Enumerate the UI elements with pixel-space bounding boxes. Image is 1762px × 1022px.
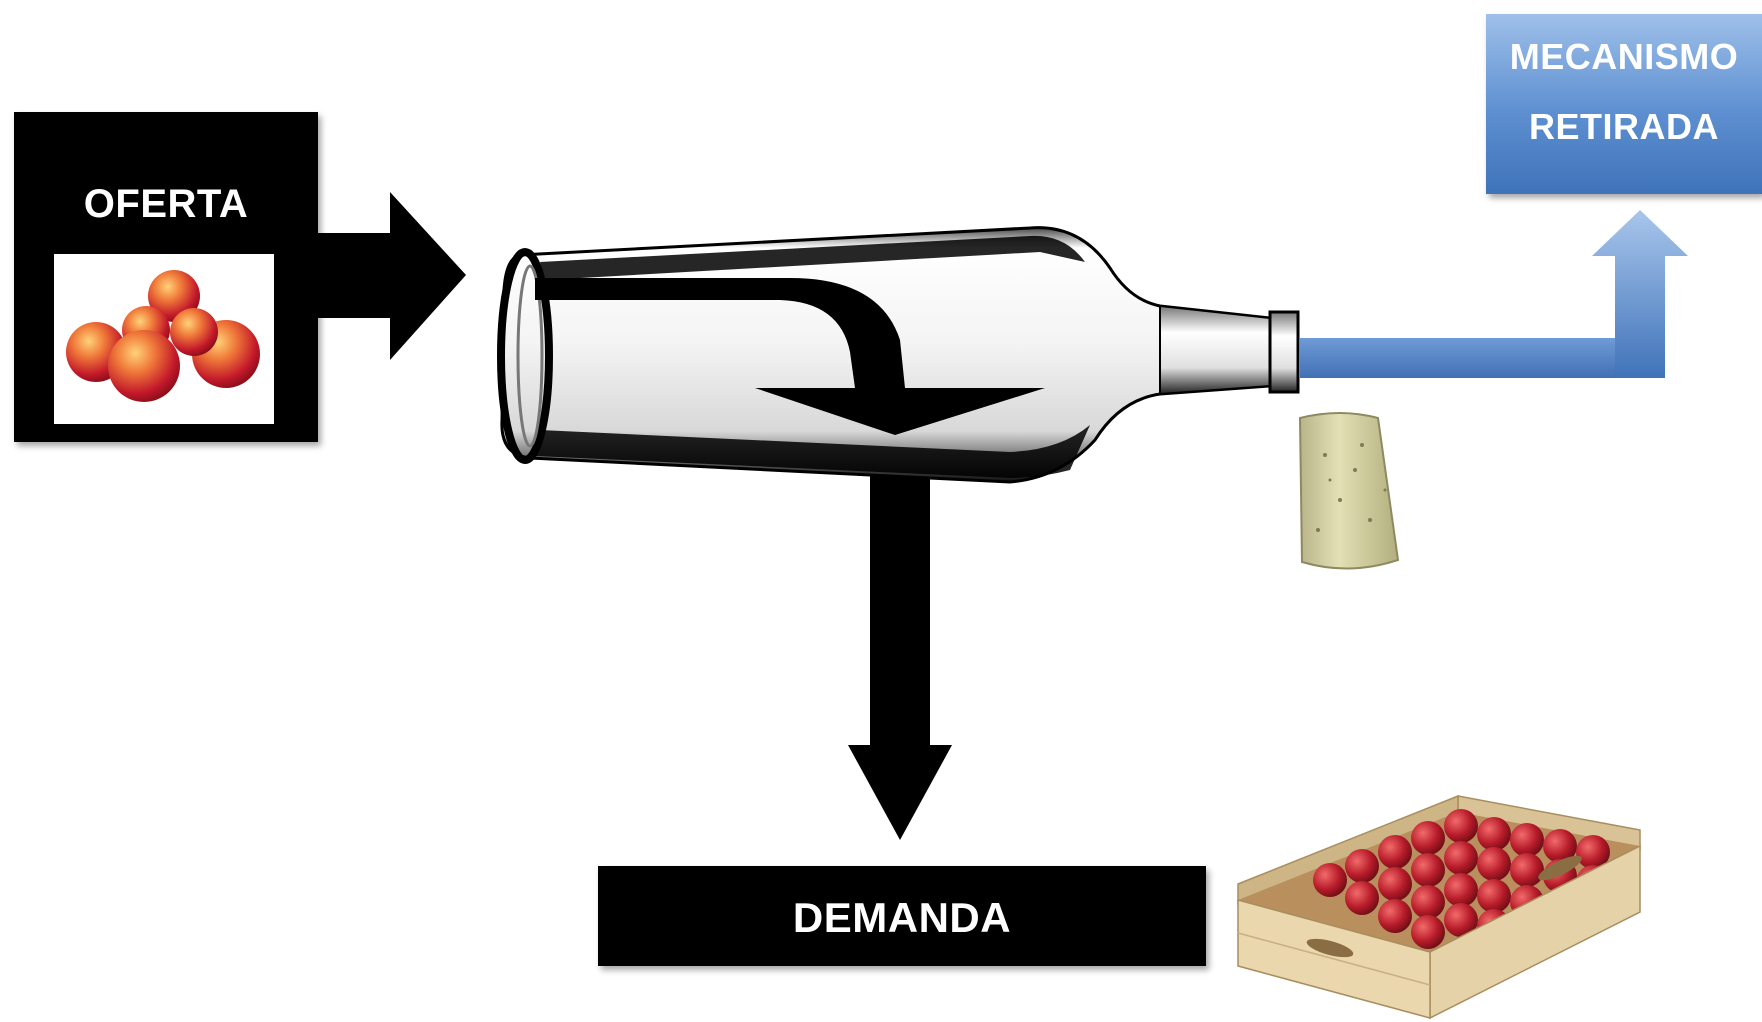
withdrawal-label-line2: RETIRADA [1486,106,1762,148]
nectarines-photo-icon [54,254,274,424]
demand-label: DEMANDA [598,894,1206,942]
supply-box: OFERTA [14,112,318,442]
withdrawal-label-line1: MECANISMO [1486,36,1762,78]
supply-label: OFERTA [14,182,318,227]
demand-box: DEMANDA [598,866,1206,966]
withdrawal-mechanism-box: MECANISMO RETIRADA [1486,14,1762,194]
